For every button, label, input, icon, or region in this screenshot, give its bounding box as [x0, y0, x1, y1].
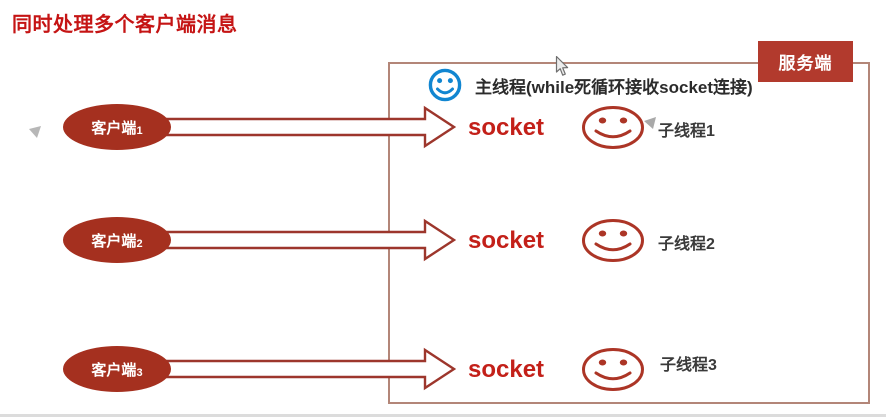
socket-label: socket — [468, 227, 545, 254]
connection-arrow-icon — [166, 218, 456, 262]
thread-label: 子线程3 — [660, 357, 717, 374]
client-label: 客户端 — [91, 232, 137, 250]
main-thread-smiley-icon — [428, 68, 462, 102]
client-label: 客户端 — [91, 361, 137, 379]
client-number: 1 — [136, 125, 143, 137]
thread-label: 子线程2 — [658, 236, 715, 253]
socket-label: socket — [468, 356, 545, 383]
marker-triangle-icon — [644, 117, 656, 129]
client-number: 2 — [136, 238, 143, 250]
child-thread-smiley-icon — [582, 106, 644, 149]
main-thread-label: 主线程(while死循环接收socket连接) — [475, 77, 753, 97]
bottom-edge-strip — [0, 414, 886, 417]
page-title: 同时处理多个客户端消息 — [12, 14, 238, 36]
mouse-cursor-icon — [555, 56, 569, 76]
main-thread-group: 主线程(while死循环接收socket连接) — [428, 67, 753, 103]
client-number: 3 — [136, 367, 143, 379]
connection-arrow-icon — [166, 105, 456, 149]
server-tab: 服务端 — [758, 41, 853, 82]
child-thread-smiley-icon — [582, 219, 644, 262]
child-thread-smiley-icon — [582, 348, 644, 391]
connection-arrow-icon — [166, 347, 456, 391]
client-label: 客户端 — [91, 119, 137, 137]
server-tab-label: 服务端 — [778, 54, 833, 73]
thread-label: 子线程1 — [658, 123, 715, 140]
marker-triangle-icon — [29, 126, 41, 138]
socket-label: socket — [468, 114, 545, 141]
